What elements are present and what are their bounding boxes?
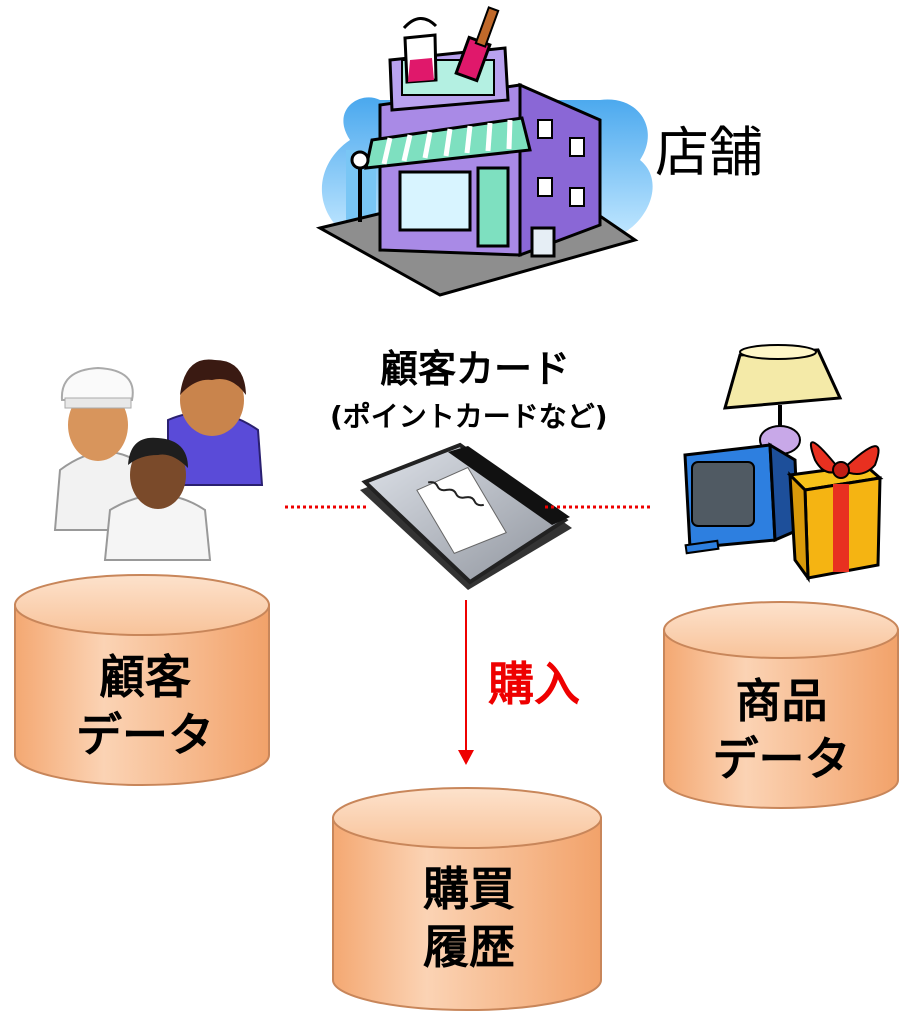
purchase-history-label: 購買 履歴 bbox=[335, 860, 603, 976]
purchase-arrowhead bbox=[458, 750, 474, 765]
paint-store-icon bbox=[315, 6, 653, 297]
products-lamp-tv-gift-icon bbox=[683, 344, 884, 583]
customer-card-subtitle: (ポイントカードなど) bbox=[330, 400, 608, 433]
product-data-cylinder bbox=[663, 601, 899, 809]
customer-data-line2: データ bbox=[76, 708, 214, 762]
customer-data-label: 顧客 データ bbox=[20, 648, 270, 764]
customer-card-title: 顧客カード bbox=[380, 347, 571, 391]
product-data-label: 商品 データ bbox=[665, 672, 898, 788]
purchase-history-cylinder bbox=[332, 787, 602, 1011]
people-group-icon bbox=[53, 359, 264, 561]
purchase-label: 購入 bbox=[488, 657, 580, 711]
product-data-line1: 商品 bbox=[735, 674, 828, 728]
customer-data-cylinder bbox=[14, 574, 270, 786]
customer-data-line1: 顧客 bbox=[99, 650, 191, 704]
credit-card-icon bbox=[360, 442, 572, 590]
product-data-line2: データ bbox=[712, 732, 851, 786]
purchase-history-line2: 履歴 bbox=[423, 920, 515, 974]
purchase-history-line1: 購買 bbox=[423, 862, 515, 916]
store-label: 店舗 bbox=[655, 121, 763, 184]
